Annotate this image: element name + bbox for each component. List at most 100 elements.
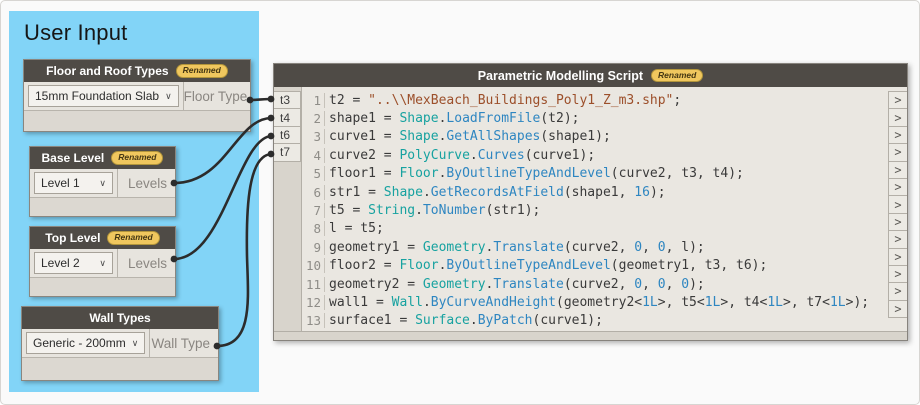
script-output-port-9[interactable]: > (888, 230, 907, 249)
code-text: geometry2 = Geometry.Translate(curve2, 0… (324, 276, 705, 292)
renamed-badge: Renamed (175, 64, 228, 78)
line-number: 10 (305, 258, 321, 274)
line-number: 3 (313, 129, 321, 145)
input-port-t3[interactable]: t3 (274, 91, 301, 110)
script-output-port-8[interactable]: > (888, 212, 907, 232)
code-text: geometry1 = Geometry.Translate(curve2, 0… (324, 239, 705, 255)
dropdown-value: Level 1 (41, 176, 80, 190)
base-level-dropdown[interactable]: Level 1 ∨ (34, 172, 113, 194)
node-header[interactable]: Wall Types (22, 307, 218, 329)
output-port-label: Levels (127, 175, 167, 191)
wire-floor-type-to-t3[interactable] (248, 97, 273, 102)
script-output-port-10[interactable]: > (888, 247, 907, 266)
script-output-port-5[interactable]: > (888, 160, 907, 179)
line-number: 1 (313, 92, 321, 108)
node-header[interactable]: Parametric Modelling Script Renamed (274, 64, 907, 87)
line-number: 5 (313, 166, 321, 182)
node-header[interactable]: Floor and Roof Types Renamed (24, 60, 250, 82)
code-text: l = t5; (324, 221, 384, 237)
node-footer (274, 331, 907, 340)
script-output-port-1[interactable]: > (888, 91, 907, 110)
code-text: wall1 = Wall.ByCurveAndHeight(geometry2<… (324, 294, 869, 310)
output-port-label: Floor Type (183, 88, 248, 104)
script-output-port-4[interactable]: > (888, 143, 907, 162)
script-output-port-11[interactable]: > (888, 264, 907, 284)
code-text: shape1 = Shape.LoadFromFile(t2); (324, 111, 579, 127)
line-number: 6 (313, 184, 321, 200)
wire-base-levels-to-t4[interactable] (172, 116, 273, 185)
output-port-levels[interactable]: Levels (117, 249, 175, 277)
code-text: curve2 = PolyCurve.Curves(curve1); (324, 147, 595, 163)
node-title: Parametric Modelling Script (477, 68, 644, 83)
output-port-label: Wall Type (151, 335, 210, 351)
wire-wall-type-to-t7[interactable] (215, 152, 273, 348)
node-wall-types: Wall Types Generic - 200mm ∨ Wall Type (21, 306, 219, 381)
node-body: Level 1 ∨ Levels (30, 169, 175, 197)
line-number: 4 (313, 147, 321, 163)
node-header[interactable]: Base Level Renamed (30, 147, 175, 169)
node-header[interactable]: Top Level Renamed (30, 227, 175, 249)
code-text: surface1 = Surface.ByPatch(curve1); (324, 313, 603, 329)
node-body: 15mm Foundation Slab ∨ Floor Type (24, 82, 250, 110)
code-text: t2 = "..\\MexBeach_Buildings_Poly1_Z_m3.… (324, 92, 681, 108)
line-number: 7 (313, 203, 321, 219)
input-port-t7[interactable]: t7 (274, 143, 301, 162)
script-output-port-2[interactable]: > (888, 108, 907, 127)
code-text: str1 = Shape.GetRecordsAtField(shape1, 1… (324, 184, 666, 200)
renamed-badge: Renamed (651, 68, 704, 83)
node-title: Floor and Roof Types (46, 64, 169, 78)
script-output-port-3[interactable]: > (888, 125, 907, 145)
node-top-level: Top Level Renamed Level 2 ∨ Levels (29, 226, 176, 297)
output-port-wall-type[interactable]: Wall Type (149, 329, 218, 357)
node-title: Base Level (41, 151, 105, 165)
dropdown-value: Level 2 (41, 256, 80, 270)
output-port-floor-type[interactable]: Floor Type (182, 82, 256, 110)
line-number: 12 (305, 294, 321, 310)
chevron-down-icon: ∨ (99, 177, 106, 188)
output-port-label: Levels (127, 255, 167, 271)
script-output-port-13[interactable]: > (888, 299, 907, 319)
line-number: 13 (305, 313, 321, 329)
renamed-badge: Renamed (107, 231, 160, 245)
input-port-t6[interactable]: t6 (274, 125, 301, 145)
input-port-t4[interactable]: t4 (274, 108, 301, 127)
node-floor-and-roof-types: Floor and Roof Types Renamed 15mm Founda… (23, 59, 251, 132)
node-footer (24, 110, 250, 131)
wall-type-dropdown[interactable]: Generic - 200mm ∨ (26, 332, 146, 354)
line-number: 11 (305, 276, 321, 292)
node-title: Wall Types (89, 311, 151, 325)
node-footer (30, 197, 175, 216)
chevron-down-icon: ∨ (99, 257, 106, 268)
node-base-level: Base Level Renamed Level 1 ∨ Levels (29, 146, 176, 217)
output-port-levels[interactable]: Levels (117, 169, 175, 197)
script-output-port-6[interactable]: > (888, 177, 907, 197)
node-footer (30, 277, 175, 296)
node-body: Generic - 200mm ∨ Wall Type (22, 329, 218, 357)
wire-top-levels-to-t6[interactable] (172, 134, 273, 261)
code-text: curve1 = Shape.GetAllShapes(shape1); (324, 129, 611, 145)
node-body: Level 2 ∨ Levels (30, 249, 175, 277)
top-level-dropdown[interactable]: Level 2 ∨ (34, 252, 113, 274)
line-number: 8 (313, 221, 321, 237)
script-output-port-7[interactable]: > (888, 195, 907, 214)
script-output-port-12[interactable]: > (888, 282, 907, 301)
node-title: Top Level (45, 231, 101, 245)
line-number: 2 (313, 111, 321, 127)
chevron-down-icon: ∨ (165, 90, 172, 101)
floor-type-dropdown[interactable]: 15mm Foundation Slab ∨ (28, 85, 179, 107)
renamed-badge: Renamed (111, 151, 164, 165)
